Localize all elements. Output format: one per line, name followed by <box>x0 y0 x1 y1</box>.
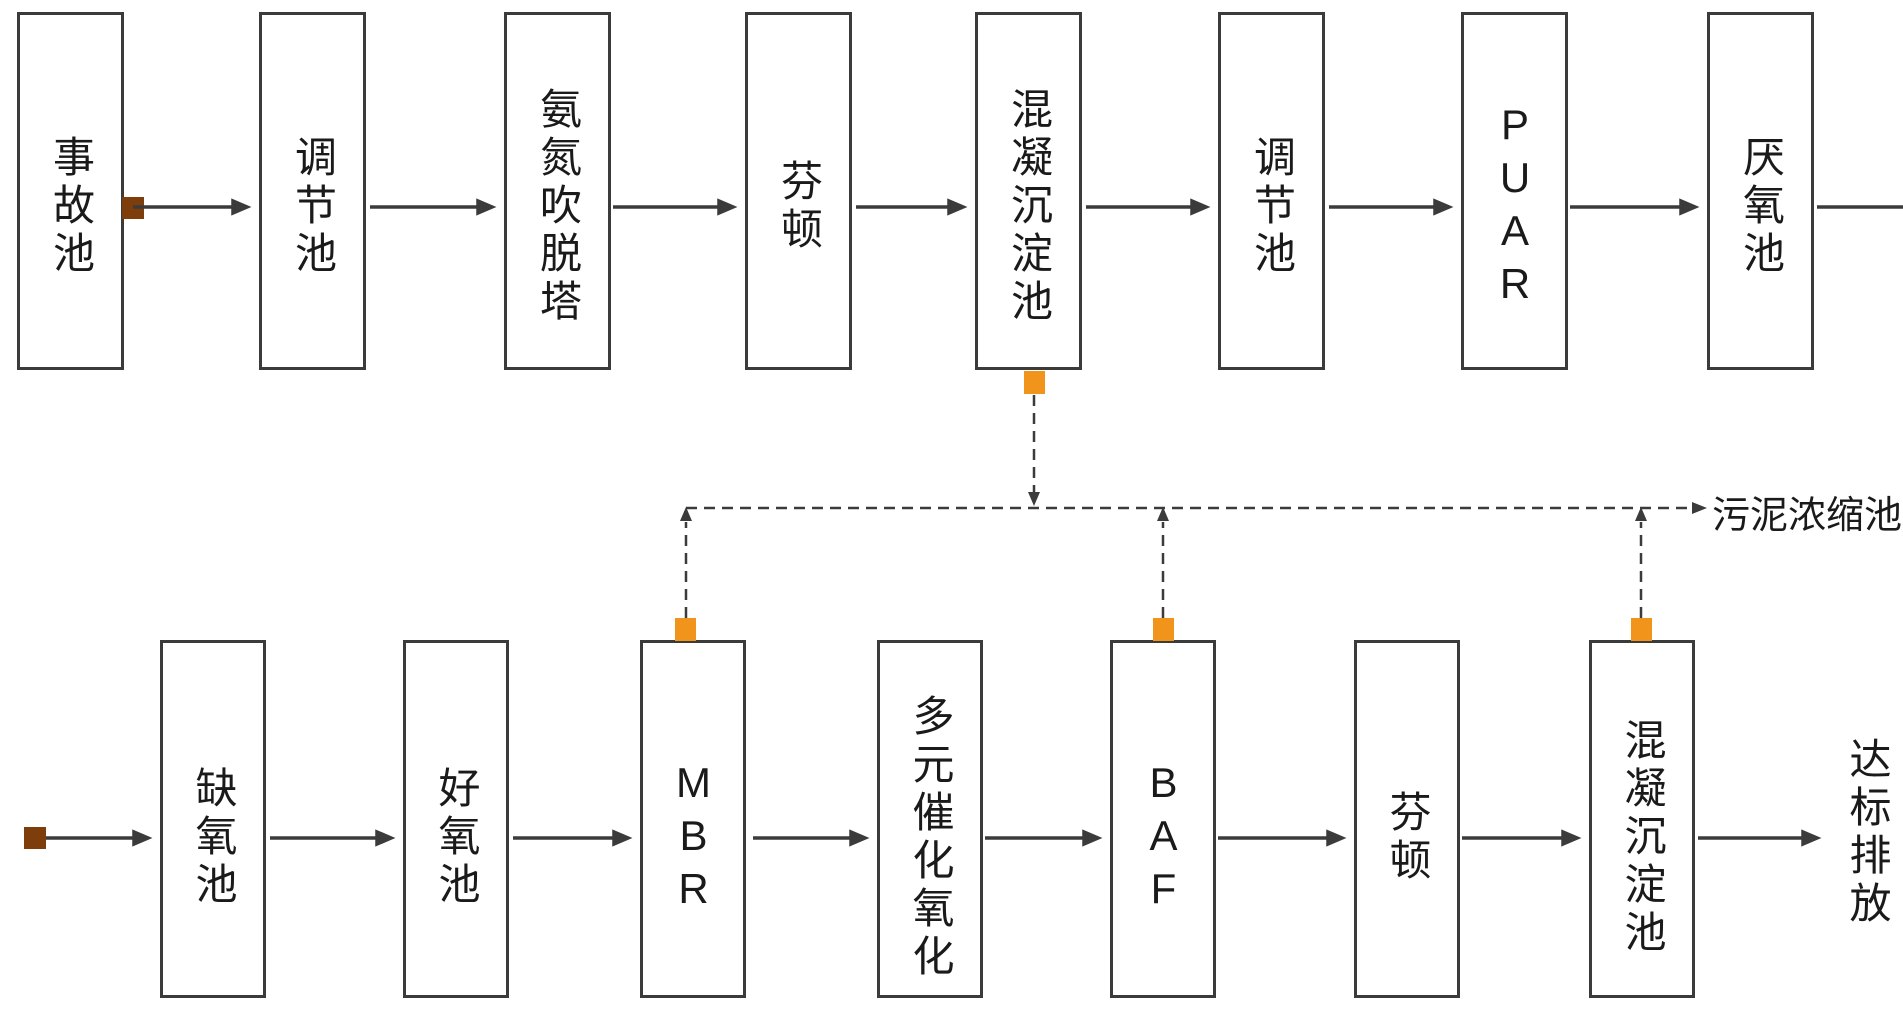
sludge-arrowhead-up-icon <box>1157 507 1169 521</box>
flow-arrowhead-icon <box>476 198 497 216</box>
flow-arrowhead-icon <box>717 198 738 216</box>
sludge-port-square-icon <box>1631 618 1652 641</box>
process-box-baf: BAF <box>1110 640 1216 998</box>
process-box-coagulation-sedimentation-2: 混凝沉淀池 <box>1589 640 1695 998</box>
process-box-label: 缺氧池 <box>190 766 237 910</box>
flow-arrowhead-icon <box>612 829 633 847</box>
flow-arrowhead-icon <box>1190 198 1211 216</box>
process-box-fenton-2: 芬顿 <box>1354 640 1460 998</box>
process-box-label: 事故池 <box>47 135 95 279</box>
sludge-port-square-icon <box>1153 618 1174 641</box>
flow-arrowhead-icon <box>231 198 252 216</box>
sludge-port-square-icon <box>675 618 696 641</box>
process-box-anoxic-basin: 缺氧池 <box>160 640 266 998</box>
process-box-label: 氨氮吹脱塔 <box>534 87 582 327</box>
process-box-equalization-basin-2: 调节池 <box>1218 12 1325 370</box>
flow-arrowhead-icon <box>1801 829 1822 847</box>
process-box-coagulation-sedimentation-1: 混凝沉淀池 <box>975 12 1082 370</box>
process-box-mbr: MBR <box>640 640 746 998</box>
process-box-label: PUAR <box>1491 101 1539 313</box>
flow-arrowhead-icon <box>1433 198 1454 216</box>
process-box-label: MBR <box>670 758 717 918</box>
flow-arrowhead-icon <box>1082 829 1103 847</box>
process-box-label: 厌氧池 <box>1737 135 1785 279</box>
process-box-label: 好氧池 <box>433 766 480 910</box>
process-box-equalization-basin-1: 调节池 <box>259 12 366 370</box>
process-box-label: 混凝沉淀池 <box>1619 718 1666 958</box>
process-box-anaerobic-basin: 厌氧池 <box>1707 12 1814 370</box>
flow-arrowhead-icon <box>1561 829 1582 847</box>
process-box-label: 调节池 <box>289 135 337 279</box>
process-box-multi-catalytic-oxidation: 多元催化氧化 <box>877 640 983 998</box>
process-box-label: 芬顿 <box>1384 790 1431 886</box>
flow-arrowhead-icon <box>132 829 153 847</box>
process-box-label: 芬顿 <box>775 159 823 255</box>
process-box-label: 调节池 <box>1248 135 1296 279</box>
process-box-puar-reactor: PUAR <box>1461 12 1568 370</box>
inlet-port-square-icon <box>122 197 144 219</box>
sludge-arrowhead-up-icon <box>680 507 692 521</box>
flow-arrowhead-icon <box>849 829 870 847</box>
flow-arrowhead-icon <box>375 829 396 847</box>
process-box-fenton-1: 芬顿 <box>745 12 852 370</box>
sludge-arrowhead-down-icon <box>1028 492 1040 506</box>
sludge-arrowhead-right-icon <box>1692 502 1707 514</box>
flow-arrowhead-icon <box>947 198 968 216</box>
discharge-up-to-standard-label: 达标排放 <box>1844 737 1891 929</box>
process-box-label: 混凝沉淀池 <box>1005 87 1053 327</box>
flow-arrowhead-icon <box>1326 829 1347 847</box>
process-box-ammonia-stripping-tower: 氨氮吹脱塔 <box>504 12 611 370</box>
process-box-aerobic-basin: 好氧池 <box>403 640 509 998</box>
process-box-label: 多元催化氧化 <box>907 694 954 982</box>
process-box-accident-basin: 事故池 <box>17 12 124 370</box>
sludge-port-square-icon <box>1024 371 1045 394</box>
process-box-label: BAF <box>1140 758 1187 918</box>
flow-arrowhead-icon <box>1679 198 1700 216</box>
sludge-arrowhead-up-icon <box>1635 507 1647 521</box>
sludge-thickening-pool-label: 污泥浓缩池 <box>1712 495 1903 537</box>
inlet-port-square-icon <box>24 827 46 849</box>
